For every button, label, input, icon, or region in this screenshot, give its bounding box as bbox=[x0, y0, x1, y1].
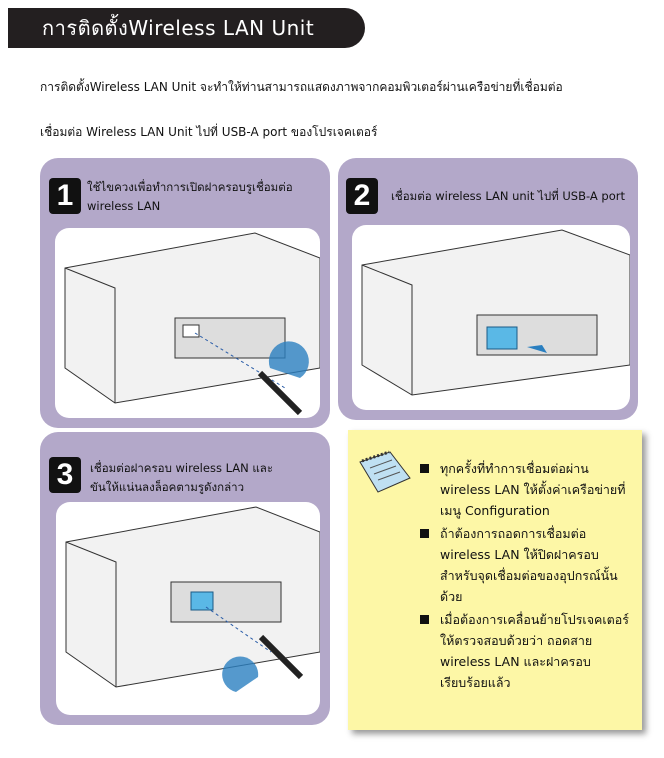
bullet-icon bbox=[420, 615, 429, 624]
note-item: ถ้าต้องการถอดการเชื่อมต่อ wireless LAN ใ… bbox=[420, 523, 635, 607]
step-3-panel: 3 เชื่อมต่อฝาครอบ wireless LAN และ ขันให… bbox=[40, 432, 330, 725]
note-text: เมื่อต้องการเคลื่อนย้ายโปรเจคเตอร์ ให้ตร… bbox=[440, 612, 629, 690]
projector-illustration bbox=[56, 502, 320, 715]
note-item: ทุกครั้งที่ทำการเชื่อมต่อผ่าน wireless L… bbox=[420, 458, 635, 521]
step-text: ใช้ไขควงเพื่อทำการเปิดฝาครอบรูเชื่อมต่อ … bbox=[87, 180, 293, 213]
projector-screwdriver-image bbox=[64, 232, 320, 416]
bullet-icon bbox=[420, 529, 429, 538]
projector-illustration bbox=[352, 225, 630, 410]
step-number: 3 bbox=[49, 457, 81, 493]
step-2-panel: 2 เชื่อมต่อ wireless LAN unit ไปที่ USB-… bbox=[338, 158, 638, 420]
step-text: เชื่อมต่อ wireless LAN unit ไปที่ USB-A … bbox=[391, 189, 625, 203]
step-number: 1 bbox=[49, 178, 81, 214]
note-item: เมื่อต้องการเคลื่อนย้ายโปรเจคเตอร์ ให้ตร… bbox=[420, 609, 635, 693]
page-title: การติดตั้งWireless LAN Unit bbox=[8, 8, 365, 48]
projector-cover-image bbox=[65, 506, 320, 692]
note-text: ทุกครั้งที่ทำการเชื่อมต่อผ่าน wireless L… bbox=[440, 461, 626, 518]
note-text: ถ้าต้องการถอดการเชื่อมต่อ wireless LAN ใ… bbox=[440, 526, 618, 604]
step-number: 2 bbox=[346, 178, 378, 214]
intro-text: การติดตั้งWireless LAN Unit จะทำให้ท่านส… bbox=[40, 80, 563, 94]
bullet-icon bbox=[420, 464, 429, 473]
note-box: ทุกครั้งที่ทำการเชื่อมต่อผ่าน wireless L… bbox=[348, 430, 642, 730]
step-text: เชื่อมต่อฝาครอบ wireless LAN และ ขันให้แ… bbox=[90, 461, 274, 494]
projector-illustration bbox=[55, 228, 320, 418]
step-1-panel: 1 ใช้ไขควงเพื่อทำการเปิดฝาครอบรูเชื่อมต่… bbox=[40, 158, 330, 428]
notepad-icon bbox=[359, 450, 411, 493]
note-list: ทุกครั้งที่ทำการเชื่อมต่อผ่าน wireless L… bbox=[420, 458, 635, 695]
subtitle-text: เชื่อมต่อ Wireless LAN Unit ไปที่ USB-A … bbox=[40, 125, 378, 139]
projector-usb-image bbox=[361, 229, 630, 396]
